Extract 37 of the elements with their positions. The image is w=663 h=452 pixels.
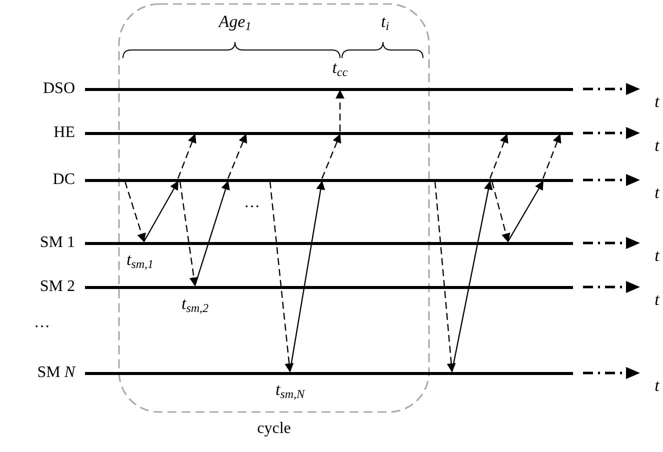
arrow xyxy=(179,181,198,286)
arrow xyxy=(124,181,146,242)
arrow xyxy=(489,134,508,179)
time-variable-label: t$_{cc}$ xyxy=(332,58,348,80)
timeline-label: DC xyxy=(52,171,75,189)
arrow xyxy=(451,180,493,372)
time-variable-label: Age$_{1}$ xyxy=(218,12,252,34)
arrow xyxy=(143,180,179,242)
arrow xyxy=(434,181,456,372)
time-variable-label: t xyxy=(654,246,660,266)
timeline-label: SM 2 xyxy=(40,278,75,296)
arrow xyxy=(542,134,562,179)
arrow xyxy=(336,90,344,132)
arrow xyxy=(177,134,196,179)
arrow xyxy=(491,181,510,242)
arrow xyxy=(507,180,544,242)
time-variable-label: t xyxy=(654,92,660,112)
timeline-label: DSO xyxy=(42,80,75,98)
time-variable-label: t xyxy=(654,183,660,203)
arrow xyxy=(289,180,326,372)
cycle-label: cycle xyxy=(257,420,291,438)
time-variable-label: t xyxy=(654,136,660,156)
time-variable-label: t xyxy=(654,376,660,396)
timeline-label: SM 1 xyxy=(40,234,75,252)
arrow xyxy=(269,181,294,372)
arrow xyxy=(194,180,230,286)
time-variable-label: t xyxy=(654,290,660,310)
timeline-label: SM N xyxy=(37,364,75,382)
time-variable-label: t$_{sm,1}$ xyxy=(126,250,154,272)
time-variable-label: t$_{sm,2}$ xyxy=(181,294,209,316)
ellipsis-label: … xyxy=(34,314,50,332)
ellipsis-label: … xyxy=(244,194,260,212)
time-variable-label: t$_{sm,N}$ xyxy=(275,380,305,402)
time-variable-label: t$_{i}$ xyxy=(380,12,390,34)
arrow xyxy=(227,134,248,179)
timeline-label: HE xyxy=(54,124,75,142)
arrow xyxy=(321,134,342,179)
